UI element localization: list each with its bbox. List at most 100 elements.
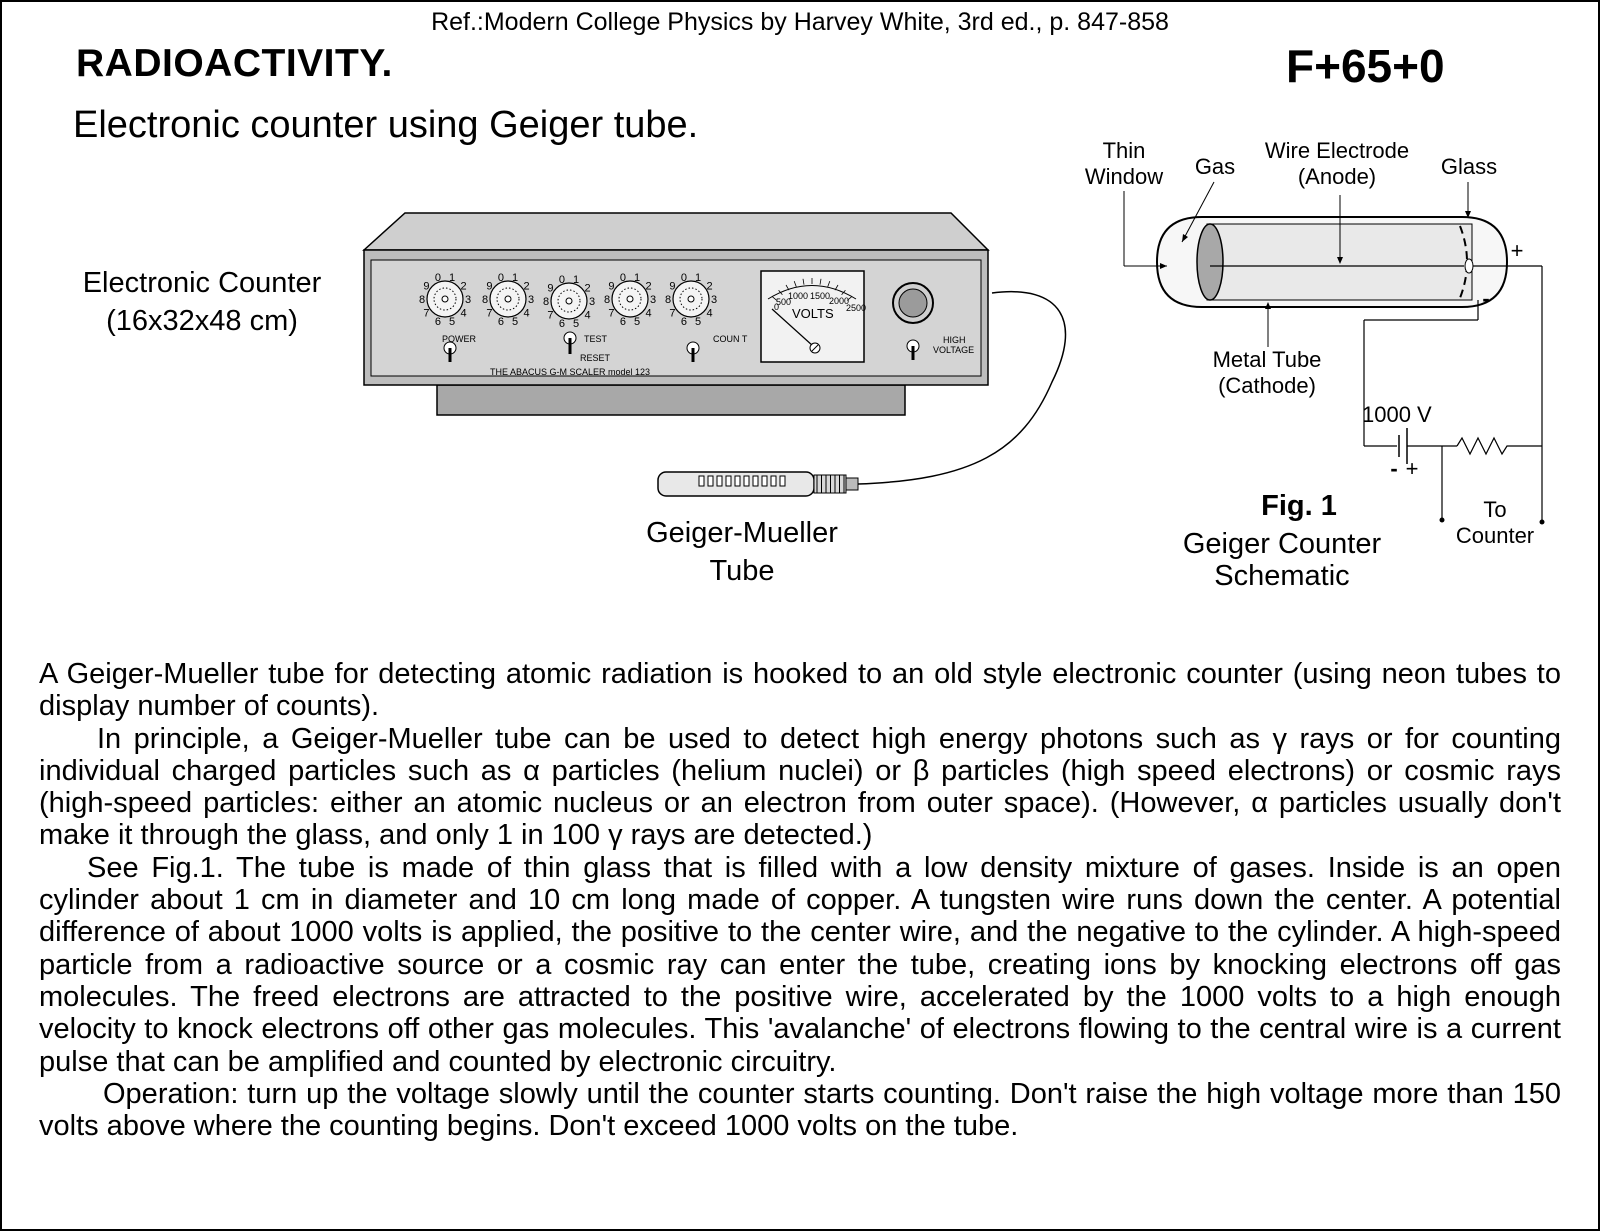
figure-caption-line2: Schematic: [1214, 560, 1350, 592]
dial-digit: 6: [498, 316, 504, 328]
dial-digit: 1: [449, 272, 455, 284]
power-switch[interactable]: POWER: [442, 334, 477, 362]
battery-plus: +: [1405, 456, 1419, 481]
count-switch-label: COUN T: [713, 334, 748, 344]
meter-scale-2500: 2500: [846, 303, 866, 313]
to-counter-line2: Counter: [1455, 523, 1535, 548]
hv-switch-label-1: HIGH: [943, 335, 966, 345]
metal-tube-line2: (Cathode): [1218, 373, 1316, 398]
page-title: RADIOACTIVITY.: [76, 42, 393, 85]
dial-digit: 7: [608, 308, 614, 320]
test-reset-switch[interactable]: TEST RESET: [563, 331, 611, 363]
dial-digit: 3: [528, 294, 534, 306]
experiment-code: F+65+0: [1286, 40, 1445, 92]
tube-label-line2: Tube: [709, 555, 775, 587]
dial-digit: 5: [695, 316, 701, 328]
meter-scale-0: 0: [774, 302, 779, 312]
battery-minus: -: [1390, 456, 1398, 481]
dial-digit: 3: [589, 296, 595, 308]
voltmeter: 500 1000 1500 2000 2500 0 VOLTS: [760, 270, 866, 363]
dial-digit: 8: [482, 294, 488, 306]
dial-digit: 9: [547, 283, 553, 295]
thin-window-label: Thin Window: [1064, 138, 1184, 190]
dial-digit: 2: [461, 281, 467, 293]
paragraph-principle: In principle, a Geiger-Mueller tube can …: [39, 722, 1561, 852]
tube-label: Geiger-Mueller Tube: [602, 514, 882, 590]
hv-switch-label-2: VOLTAGE: [933, 345, 974, 355]
dial-digit: 4: [585, 310, 591, 322]
dial-digit: 9: [423, 281, 429, 293]
wire-electrode-label: Wire Electrode (Anode): [1247, 138, 1427, 190]
to-counter-line1: To: [1483, 497, 1507, 522]
power-switch-label: POWER: [442, 334, 477, 344]
body-text: A Geiger-Mueller tube for detecting atom…: [39, 658, 1561, 1142]
dial-digit: 0: [559, 274, 565, 286]
dial-digit: 6: [435, 316, 441, 328]
wire-electrode-line2: (Anode): [1297, 164, 1377, 189]
glass-label: Glass: [1440, 154, 1498, 179]
model-plate: THE ABACUS G-M SCALER model 123: [490, 367, 650, 377]
dial-digit: 2: [707, 281, 713, 293]
thin-window-line1: Thin: [1102, 138, 1146, 163]
dial-digit: 6: [620, 316, 626, 328]
minus-terminal: -: [1482, 286, 1490, 311]
count-switch[interactable]: COUN T: [686, 334, 748, 362]
paragraph-construction: See Fig.1. The tube is made of thin glas…: [39, 851, 1561, 1078]
dial-digit: 4: [646, 308, 652, 320]
dial-digit: 8: [543, 296, 549, 308]
dial-digit: 0: [435, 272, 441, 284]
dial-digit: 4: [707, 308, 713, 320]
dial-digit: 0: [681, 272, 687, 284]
dial-digit: 1: [512, 272, 518, 284]
thin-window-line2: Window: [1084, 164, 1164, 189]
figure-label: Fig. 1: [1261, 490, 1337, 522]
meter-label: VOLTS: [792, 306, 834, 321]
figure-caption-line1: Geiger Counter: [1182, 528, 1382, 560]
counter-label: Electronic Counter (16x32x48 cm): [52, 264, 352, 340]
paragraph-operation: Operation: turn up the voltage slowly un…: [39, 1077, 1561, 1143]
reference-line: Ref.:Modern College Physics by Harvey Wh…: [431, 8, 1169, 36]
dial-digit: 5: [449, 316, 455, 328]
figure-caption: Geiger Counter Schematic: [1157, 528, 1407, 592]
test-switch-label: TEST: [584, 334, 608, 344]
dial-digit: 1: [573, 274, 579, 286]
dial-digit: 8: [604, 294, 610, 306]
dial-digit: 2: [524, 281, 530, 293]
dial-digit: 4: [461, 308, 467, 320]
dial-digit: 7: [669, 308, 675, 320]
dial-digit: 9: [669, 281, 675, 293]
metal-tube-line1: Metal Tube: [1212, 347, 1322, 372]
dial-digit: 7: [423, 308, 429, 320]
dial-digit: 5: [573, 318, 579, 330]
metal-tube-label: Metal Tube (Cathode): [1192, 347, 1342, 399]
meter-scale-1500: 1500: [810, 291, 830, 301]
counter-label-line2: (16x32x48 cm): [106, 305, 298, 337]
dial-digit: 6: [681, 316, 687, 328]
meter-scale-500: 500: [776, 297, 791, 307]
high-voltage-switch[interactable]: HIGH VOLTAGE: [906, 335, 974, 360]
dial-digit: 7: [547, 310, 553, 322]
page-subtitle: Electronic counter using Geiger tube.: [73, 104, 699, 146]
dial-digit: 3: [465, 294, 471, 306]
geiger-schematic: [1123, 181, 1545, 525]
high-voltage-knob[interactable]: [892, 282, 934, 324]
dial-digit: 2: [585, 283, 591, 295]
dial-digit: 9: [486, 281, 492, 293]
gas-label: Gas: [1194, 154, 1236, 179]
dial-digit: 1: [695, 272, 701, 284]
dial-digit: 9: [608, 281, 614, 293]
dial-digit: 6: [559, 318, 565, 330]
wire-electrode-line1: Wire Electrode: [1264, 138, 1410, 163]
geiger-tube-drawing: [657, 291, 1067, 497]
dial-digit: 7: [486, 308, 492, 320]
dial-digit: 8: [665, 294, 671, 306]
voltage-label: 1000 V: [1362, 402, 1432, 427]
tube-label-line1: Geiger-Mueller: [646, 517, 838, 549]
